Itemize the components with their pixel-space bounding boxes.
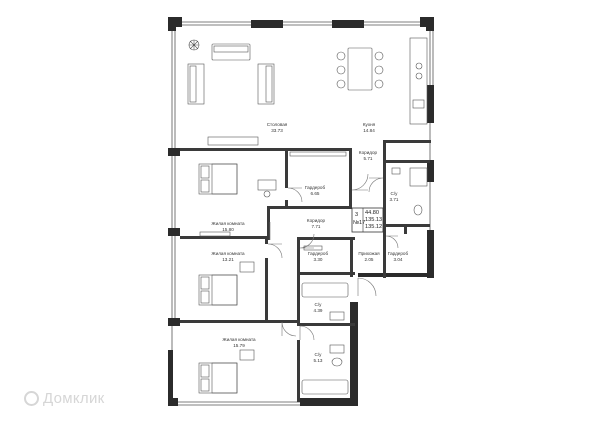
room-label: Прихожая [358, 251, 380, 256]
bed [198, 163, 238, 195]
room-area: 3.04 [394, 257, 403, 262]
room-area: 15.80 [222, 227, 234, 232]
exterior-walls [168, 17, 434, 406]
shower [409, 167, 428, 187]
room-area: 4.39 [314, 308, 323, 313]
rooms-count: 3 [355, 212, 358, 218]
room-label: Жилая комната [222, 337, 256, 342]
room-label: С/у [315, 302, 323, 307]
room-area: 7.71 [312, 224, 321, 229]
room-area: 5.71 [364, 156, 373, 161]
dining-table [347, 47, 373, 91]
room-label: Гардероб [305, 185, 326, 190]
doors [267, 173, 399, 341]
armchair [257, 63, 275, 105]
room-area: 2.05 [365, 257, 374, 262]
room-label: Жилая комната [211, 221, 245, 226]
watermark: Домклик [24, 390, 105, 407]
room-label: Гардероб [308, 251, 329, 256]
desk [257, 179, 277, 191]
bathtub [301, 379, 349, 395]
room-area: 13.21 [222, 257, 234, 262]
room-label: Столовая [267, 122, 288, 127]
room-area: 3.71 [390, 197, 399, 202]
room-area: 15.79 [233, 343, 245, 348]
total-area-alt: 135.12 [365, 224, 382, 230]
watermark-logo-icon [24, 391, 39, 406]
bed [198, 362, 238, 394]
interior-walls [180, 140, 431, 402]
room-label: С/у [391, 191, 399, 196]
room-area: 33.73 [271, 128, 283, 133]
room-label: Кухня [363, 122, 376, 127]
room-labels: Столовая 33.73 Кухня 14.84 Коридор 5.71 … [211, 122, 408, 363]
facade-lines [171, 21, 434, 406]
tv-unit [207, 136, 259, 146]
room-label: Жилая комната [211, 251, 245, 256]
bathtub [301, 282, 349, 298]
armchair [187, 63, 205, 105]
area-summary: 3 №17 44.80 135.13 135.12 [351, 207, 384, 233]
sofa [211, 43, 251, 61]
living-area: 44.80 [365, 210, 379, 216]
room-label: С/у [315, 352, 323, 357]
apartment-number: №17 [353, 220, 365, 226]
room-label: Гардероб [388, 251, 409, 256]
watermark-text: Домклик [43, 390, 105, 407]
total-area: 135.13 [365, 217, 382, 223]
furniture [187, 37, 428, 395]
bed [198, 274, 238, 306]
room-area: 14.84 [363, 128, 375, 133]
wardrobe [199, 231, 231, 237]
room-area: 5.13 [314, 358, 323, 363]
room-area: 6.65 [311, 191, 320, 196]
room-label: Коридор [307, 218, 326, 223]
room-label: Коридор [359, 150, 378, 155]
room-area: 3.30 [314, 257, 323, 262]
kitchen-counter [409, 37, 428, 125]
